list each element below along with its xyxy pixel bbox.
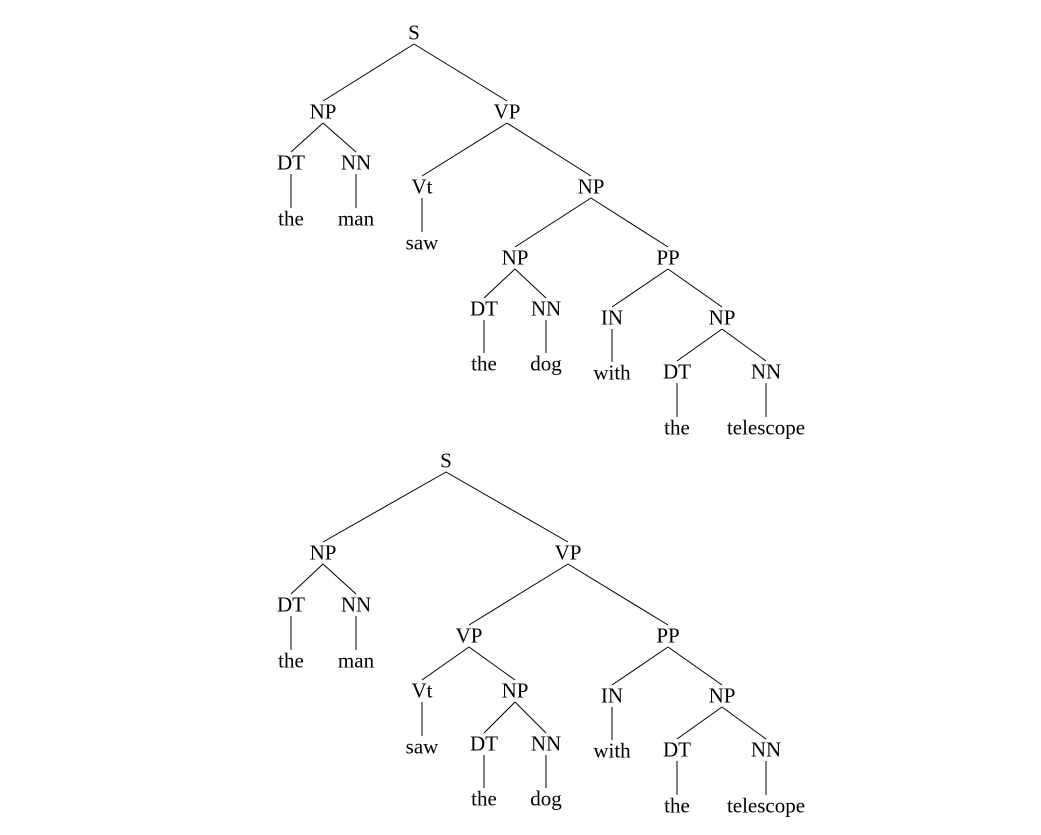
tree2-node-nn3: NN	[750, 737, 782, 762]
tree1-edge-s-vp	[413, 43, 508, 102]
tree1-edge-np1-dt1	[290, 122, 324, 153]
tree2-node-dt1: DT	[277, 592, 305, 617]
tree2-node-in: IN	[600, 683, 624, 708]
tree2-node-pp: PP	[656, 623, 680, 648]
tree1-node-w_dog: dog	[530, 351, 562, 376]
tree1-edge-np4-dt3	[676, 328, 723, 362]
tree1-edge-np2-np3	[514, 197, 592, 248]
tree2-node-vp1: VP	[554, 540, 582, 565]
tree2-node-w_dog: dog	[530, 786, 562, 811]
tree2-node-np1: NP	[309, 540, 337, 565]
tree2-node-nn2: NN	[530, 731, 562, 756]
tree1-node-np1: NP	[309, 99, 337, 124]
tree1-node-w_with: with	[593, 360, 631, 385]
tree1-edge-pp-in	[611, 268, 669, 308]
tree2-node-w_the2: the	[471, 786, 497, 811]
tree1-node-dt2: DT	[470, 296, 498, 321]
tree2-node-w_telescope: telescope	[726, 793, 806, 818]
tree2-edge-vp2-vt	[421, 646, 470, 681]
tree1-node-np4: NP	[708, 305, 736, 330]
tree1-node-nn3: NN	[750, 359, 782, 384]
tree2-node-dt2: DT	[470, 731, 498, 756]
tree1-edge-s-np1	[322, 43, 415, 102]
tree1-node-vp: VP	[493, 99, 521, 124]
tree1-node-dt1: DT	[277, 150, 305, 175]
tree1-node-nn2: NN	[530, 296, 562, 321]
tree1-edge-vp-vt	[421, 122, 508, 177]
tree2-node-dt3: DT	[663, 737, 691, 762]
tree2-node-np2: NP	[501, 678, 529, 703]
tree1-node-np3: NP	[501, 245, 529, 270]
tree2-edge-pp-np3	[667, 646, 723, 686]
tree2-edge-pp-in	[611, 646, 669, 686]
tree2-node-vp2: VP	[455, 623, 483, 648]
tree1-node-s: S	[408, 20, 420, 45]
tree1-edge-np3-dt2	[483, 268, 516, 299]
tree1-node-w_the1: the	[278, 206, 304, 231]
tree2-edge-np3-dt3	[676, 706, 723, 740]
tree2-edge-s-vp1	[445, 471, 569, 543]
tree2-node-s: S	[440, 448, 452, 473]
tree1-edge-vp-np2	[506, 122, 592, 177]
tree2-node-nn1: NN	[340, 592, 372, 617]
tree2-node-w_the3: the	[664, 793, 690, 818]
tree2-edge-np1-nn1	[322, 563, 357, 595]
tree2-node-w_with: with	[593, 738, 631, 763]
tree2-node-w_saw: saw	[405, 734, 439, 759]
tree2-edge-np3-nn3	[721, 706, 767, 740]
tree1-node-w_man: man	[337, 206, 375, 231]
tree2-node-vt: Vt	[411, 678, 433, 703]
tree2-node-w_the1: the	[278, 648, 304, 673]
tree2-edge-np2-dt2	[483, 701, 516, 734]
tree1-node-dt3: DT	[663, 359, 691, 384]
tree2-edge-vp1-pp	[567, 563, 669, 626]
tree1-edge-np3-nn2	[514, 268, 547, 299]
tree1-node-in: IN	[600, 305, 624, 330]
tree1-edge-np4-nn3	[721, 328, 767, 362]
tree2-edge-vp2-np2	[468, 646, 516, 681]
tree2-edge-np1-dt1	[290, 563, 324, 595]
tree2-edge-s-np1	[322, 471, 447, 543]
tree1-node-np2: NP	[577, 174, 605, 199]
tree2-node-w_man: man	[337, 648, 375, 673]
tree1-node-w_telescope: telescope	[726, 415, 806, 440]
tree1-node-vt: Vt	[411, 174, 433, 199]
tree1-node-pp: PP	[656, 245, 680, 270]
tree1-node-w_the2: the	[471, 351, 497, 376]
tree2-edge-vp1-vp2	[468, 563, 569, 626]
tree2-node-np3: NP	[708, 683, 736, 708]
tree2-edge-np2-nn2	[514, 701, 547, 734]
tree1-edge-pp-np4	[667, 268, 723, 308]
tree1-edge-np2-pp	[590, 197, 669, 248]
tree1-node-w_saw: saw	[405, 230, 439, 255]
tree1-node-nn1: NN	[340, 150, 372, 175]
tree1-node-w_the3: the	[664, 415, 690, 440]
tree1-edge-np1-nn1	[322, 122, 357, 153]
